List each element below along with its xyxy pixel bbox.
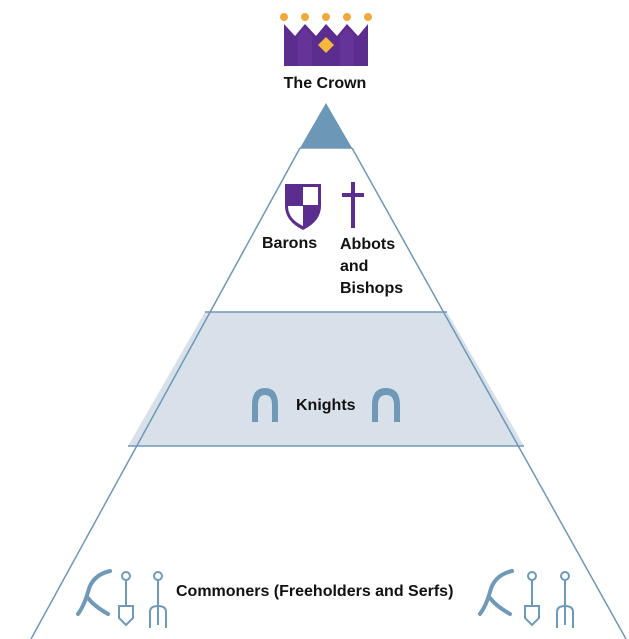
knights-tier-band xyxy=(128,312,524,446)
spade-icon xyxy=(524,571,540,627)
horseshoe-icon xyxy=(372,388,400,422)
pyramid-right-edge xyxy=(351,147,627,639)
pyramid-left-edge xyxy=(30,147,301,639)
sickle-icon xyxy=(76,569,112,616)
pyramid-apex xyxy=(300,103,352,148)
knights-label: Knights xyxy=(296,397,356,414)
pitchfork-icon xyxy=(556,571,574,628)
abbots-bishops-label: Abbots and Bishops xyxy=(340,236,404,297)
sickle-icon xyxy=(478,569,514,616)
horseshoe-icon xyxy=(252,388,278,422)
crown-icon xyxy=(280,13,372,66)
spade-icon xyxy=(118,571,134,627)
crown-label: The Crown xyxy=(283,75,367,92)
barons-label: Barons xyxy=(262,235,318,252)
cross-icon xyxy=(342,182,364,228)
pitchfork-icon xyxy=(149,571,167,628)
commoners-label: Commoners (Freeholders and Serfs) xyxy=(176,583,454,600)
shield-icon xyxy=(285,184,321,230)
